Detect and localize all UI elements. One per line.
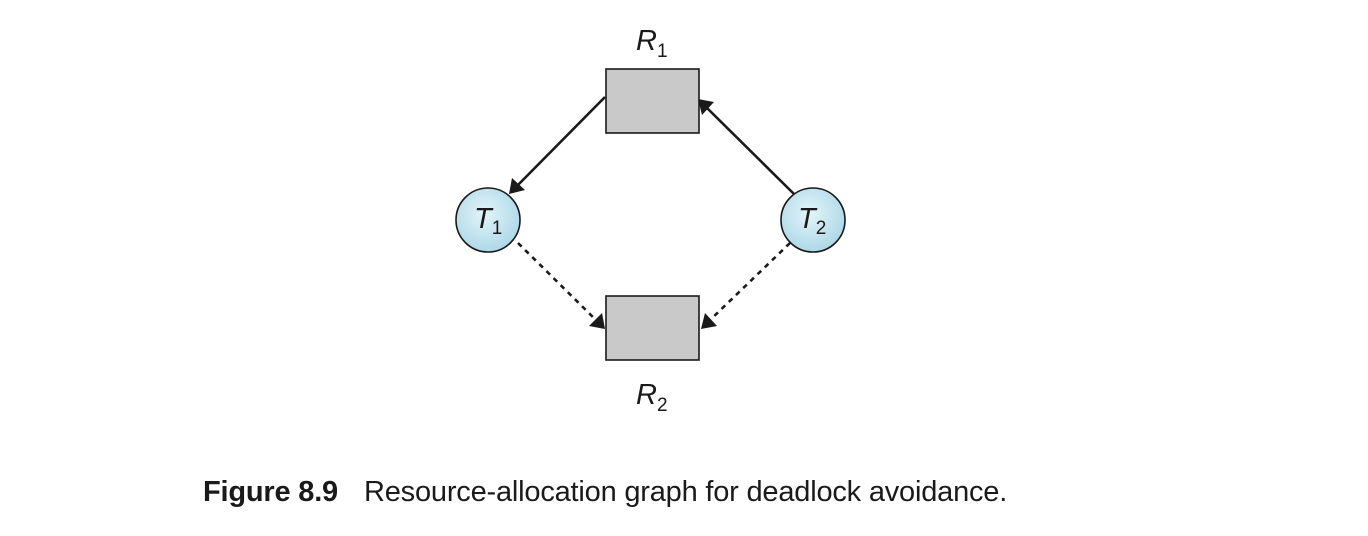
arrowhead-icon (701, 313, 717, 329)
resource-r1-label: R1 (636, 25, 668, 62)
resource-r2: R2 (605, 295, 700, 416)
figure-caption-text: Resource-allocation graph for deadlock a… (364, 476, 1008, 508)
arrowhead-icon (509, 178, 525, 194)
thread-t2-label: T2 (798, 203, 826, 239)
resource-r2-label: R2 (636, 379, 668, 416)
edge-t2-to-r1 (698, 99, 795, 195)
thread-t1: T1 (455, 187, 521, 253)
edge-t2-to-r2-claim (701, 242, 791, 329)
arrowhead-icon (589, 313, 605, 329)
figure-caption: Figure 8.9 Resource-allocation graph for … (203, 476, 1007, 509)
edge-r1-to-t1 (509, 96, 606, 194)
thread-t1-label: T1 (474, 203, 502, 239)
edge-t1-to-r2-claim (517, 242, 605, 329)
arrowhead-icon (698, 99, 714, 115)
figure-number: Figure 8.9 (203, 476, 338, 508)
thread-t2: T2 (780, 187, 846, 253)
resource-r1: R1 (605, 25, 700, 134)
